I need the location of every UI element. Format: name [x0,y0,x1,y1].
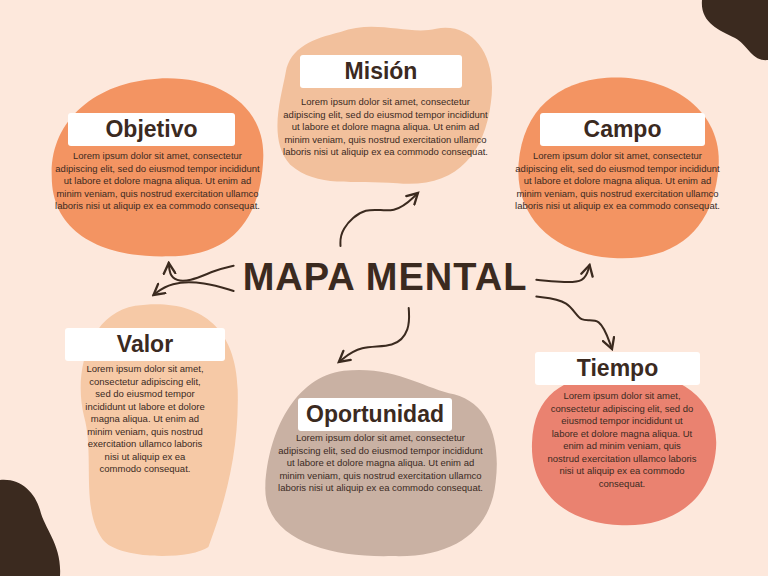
connector-arrow [340,193,418,246]
topic-heading: Oportunidad [298,398,452,431]
topic-body: Lorem ipsum dolor sit amet, consectetur … [84,363,206,476]
connector-arrow [536,297,612,349]
topic-heading: Tiempo [535,352,700,385]
topic-blob: CampoLorem ipsum dolor sit amet, consect… [510,72,725,262]
corner-blob [0,480,60,576]
blob-fill [277,27,492,184]
topic-blob: ObjetivoLorem ipsum dolor sit amet, cons… [45,75,270,260]
topic-body: Lorem ipsum dolor sit amet, consectetur … [515,150,720,213]
connector-arrow [154,282,234,295]
topic-body: Lorem ipsum dolor sit amet, consectetur … [278,432,483,495]
topic-blob: ValorLorem ipsum dolor sit amet, consect… [62,298,245,560]
topic-heading: Campo [540,113,705,146]
blob-fill [52,78,264,256]
topic-heading: Misión [300,55,462,88]
topic-heading: Objetivo [68,113,235,146]
blob-fill [532,372,716,525]
central-topic: MAPA MENTAL [237,249,534,305]
topic-blob: TiempoLorem ipsum dolor sit amet, consec… [522,352,722,527]
central-title: MAPA MENTAL [243,255,528,299]
topic-body: Lorem ipsum dolor sit amet, consectetur … [283,96,488,159]
topic-body: Lorem ipsum dolor sit amet, consectetur … [547,390,697,490]
connector-arrow [339,308,409,362]
corner-blob [700,0,768,60]
connector-arrow [536,265,589,282]
topic-blob: MisiónLorem ipsum dolor sit amet, consec… [272,22,500,190]
topic-heading: Valor [65,328,225,361]
blob-fill [265,370,497,556]
topic-blob: OportunidadLorem ipsum dolor sit amet, c… [258,365,503,560]
connector-arrow [169,263,234,281]
topic-body: Lorem ipsum dolor sit amet, consectetur … [55,150,260,213]
